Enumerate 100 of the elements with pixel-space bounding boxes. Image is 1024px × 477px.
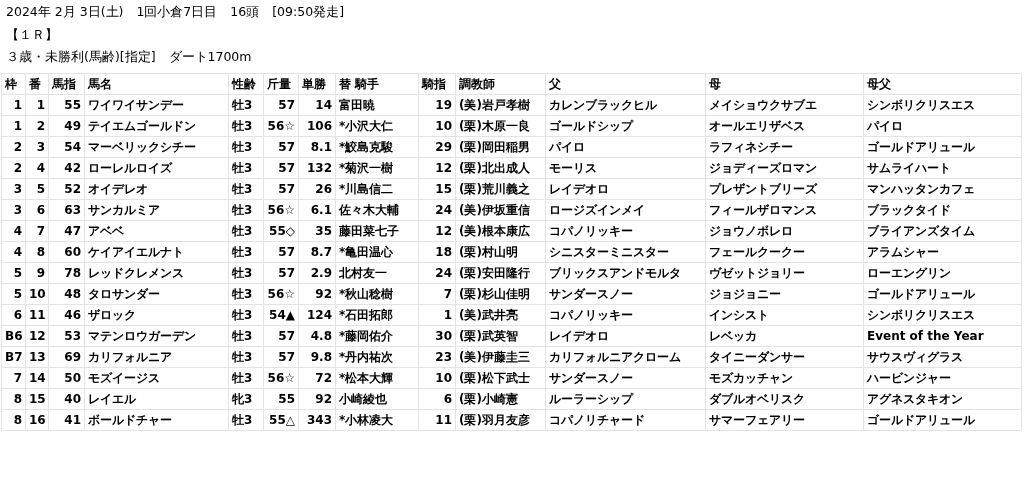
table-cell: ゴールドアリュール	[863, 136, 1022, 158]
table-cell: 47	[48, 220, 85, 242]
column-header: 調教師	[455, 73, 546, 95]
table-cell: ブライアンズタイム	[863, 220, 1022, 242]
table-cell: *石田拓郎	[335, 304, 419, 326]
table-cell: 4.8	[298, 325, 336, 347]
table-cell: モズイージス	[84, 367, 229, 389]
table-cell: 12	[418, 220, 456, 242]
table-cell: ラフィネシチー	[705, 136, 864, 158]
table-cell: ローレルロイズ	[84, 157, 229, 179]
table-cell: レイエル	[84, 388, 229, 410]
table-cell: 牡3	[228, 367, 264, 389]
table-cell: 106	[298, 115, 336, 137]
table-cell: ハービンジャー	[863, 367, 1022, 389]
table-cell: マテンロウガーデン	[84, 325, 229, 347]
table-cell: 19	[418, 94, 456, 116]
table-cell: *藤岡佑介	[335, 325, 419, 347]
table-cell: 7	[25, 220, 49, 242]
table-cell: 2	[1, 136, 26, 158]
table-cell: 57	[263, 325, 299, 347]
table-cell: *亀田温心	[335, 241, 419, 263]
column-header: 父	[545, 73, 706, 95]
table-cell: 3	[1, 178, 26, 200]
table-cell: サムライハート	[863, 157, 1022, 179]
table-cell: ブリックスアンドモルタ	[545, 262, 706, 284]
table-cell: *鮫島克駿	[335, 136, 419, 158]
table-cell: 48	[48, 283, 85, 305]
table-cell: 1	[25, 94, 49, 116]
table-cell: 牡3	[228, 241, 264, 263]
table-cell: 56☆	[263, 283, 299, 305]
table-cell: サンダースノー	[545, 283, 706, 305]
table-cell: 4	[1, 241, 26, 263]
table-cell: ルーラーシップ	[545, 388, 706, 410]
table-cell: 12	[25, 325, 49, 347]
table-cell: (栗)小崎憲	[455, 388, 546, 410]
table-cell: 牡3	[228, 115, 264, 137]
table-cell: 57	[263, 262, 299, 284]
table-cell: アラムシャー	[863, 241, 1022, 263]
table-cell: マーベリックシチー	[84, 136, 229, 158]
table-cell: 牡3	[228, 178, 264, 200]
table-cell: 132	[298, 157, 336, 179]
table-cell: カレンブラックヒル	[545, 94, 706, 116]
table-cell: 5	[1, 283, 26, 305]
table-cell: 富田暁	[335, 94, 419, 116]
table-cell: (栗)安田隆行	[455, 262, 546, 284]
table-cell: (栗)松下武士	[455, 367, 546, 389]
table-cell: 56☆	[263, 367, 299, 389]
table-cell: フィールザロマンス	[705, 199, 864, 221]
column-header: 母	[705, 73, 864, 95]
table-cell: ボールドチャー	[84, 409, 229, 431]
table-cell: ケイアイエルナト	[84, 241, 229, 263]
table-cell: 牡3	[228, 304, 264, 326]
table-cell: 13	[25, 346, 49, 368]
race-number: 【１Ｒ】	[6, 27, 58, 43]
table-cell: 4	[25, 157, 49, 179]
table-cell: 24	[418, 262, 456, 284]
table-cell: ブラックタイド	[863, 199, 1022, 221]
table-cell: 92	[298, 283, 336, 305]
table-cell: 41	[48, 409, 85, 431]
table-cell: *菊沢一樹	[335, 157, 419, 179]
table-cell: 1	[1, 115, 26, 137]
table-cell: タイニーダンサー	[705, 346, 864, 368]
table-cell: 6.1	[298, 199, 336, 221]
table-cell: B7	[1, 346, 26, 368]
table-cell: フェールクークー	[705, 241, 864, 263]
table-cell: B6	[1, 325, 26, 347]
table-cell: 54▲	[263, 304, 299, 326]
table-cell: 57	[263, 346, 299, 368]
table-cell: ワイワイサンデー	[84, 94, 229, 116]
table-cell: プレザントブリーズ	[705, 178, 864, 200]
table-cell: メイショウクサブエ	[705, 94, 864, 116]
table-cell: 8	[1, 409, 26, 431]
table-cell: アグネスタキオン	[863, 388, 1022, 410]
table-cell: オイデレオ	[84, 178, 229, 200]
table-cell: 63	[48, 199, 85, 221]
table-cell: モズカッチャン	[705, 367, 864, 389]
table-cell: 30	[418, 325, 456, 347]
table-cell: (美)武井亮	[455, 304, 546, 326]
table-cell: コパノリッキー	[545, 304, 706, 326]
table-cell: 56☆	[263, 199, 299, 221]
table-cell: 4	[1, 220, 26, 242]
title: 2024年 2月 3日(土) 1回小倉7日目 16頭 [09:50発走]	[6, 4, 344, 20]
table-cell: ダブルオベリスク	[705, 388, 864, 410]
table-cell: 42	[48, 157, 85, 179]
table-cell: 牡3	[228, 199, 264, 221]
table-cell: 54	[48, 136, 85, 158]
table-cell: 7	[1, 367, 26, 389]
table-cell: 牡3	[228, 262, 264, 284]
table-cell: (栗)木原一良	[455, 115, 546, 137]
table-cell: サマーフェアリー	[705, 409, 864, 431]
table-cell: 藤田菜七子	[335, 220, 419, 242]
table-cell: 6	[25, 199, 49, 221]
table-cell: 55△	[263, 409, 299, 431]
column-header: 枠	[1, 73, 26, 95]
table-cell: カリフォルニアクローム	[545, 346, 706, 368]
table-cell: サンダースノー	[545, 367, 706, 389]
table-cell: 92	[298, 388, 336, 410]
table-cell: 35	[298, 220, 336, 242]
table-cell: 3	[1, 199, 26, 221]
table-cell: 69	[48, 346, 85, 368]
